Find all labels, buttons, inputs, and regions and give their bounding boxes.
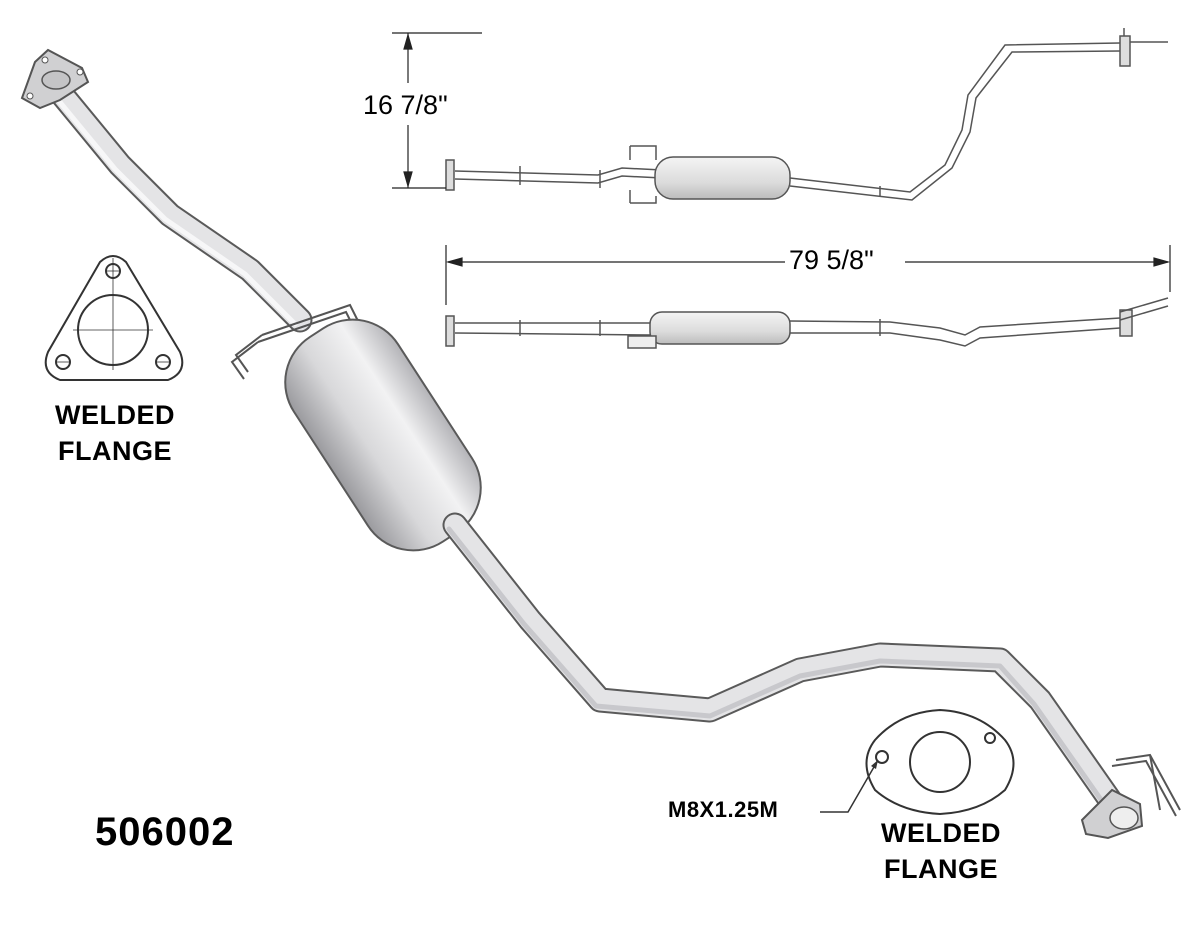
outlet-flange-label-line2: FLANGE — [884, 854, 998, 884]
thread-callout-leader — [820, 759, 879, 813]
outlet-flange — [1080, 788, 1144, 840]
three-bolt-triangle-flange-icon — [44, 255, 184, 381]
thread-spec-label: M8X1.25M — [668, 797, 779, 822]
main-exhaust-assembly — [20, 48, 1181, 840]
inlet-flange — [20, 48, 90, 110]
outlet-flange-label: WELDED FLANGE — [862, 815, 1020, 887]
inlet-flange-label: WELDED FLANGE — [40, 397, 190, 469]
top-view-drawing — [445, 297, 1169, 349]
inlet-flange-label-line2: FLANGE — [58, 436, 172, 466]
two-bolt-oval-flange-icon — [865, 708, 1015, 816]
hanger-bracket-rear — [1111, 753, 1181, 817]
side-view-drawing — [445, 28, 1168, 204]
part-number: 506002 — [95, 810, 235, 854]
height-dimension-label: 16 7/8" — [360, 90, 451, 121]
height-dimension-lines — [392, 32, 482, 189]
length-dimension-lines — [445, 245, 1171, 305]
outlet-flange-label-line1: WELDED — [881, 818, 1001, 848]
inlet-flange-label-line1: WELDED — [55, 400, 175, 430]
length-dimension-label: 79 5/8" — [786, 245, 877, 276]
